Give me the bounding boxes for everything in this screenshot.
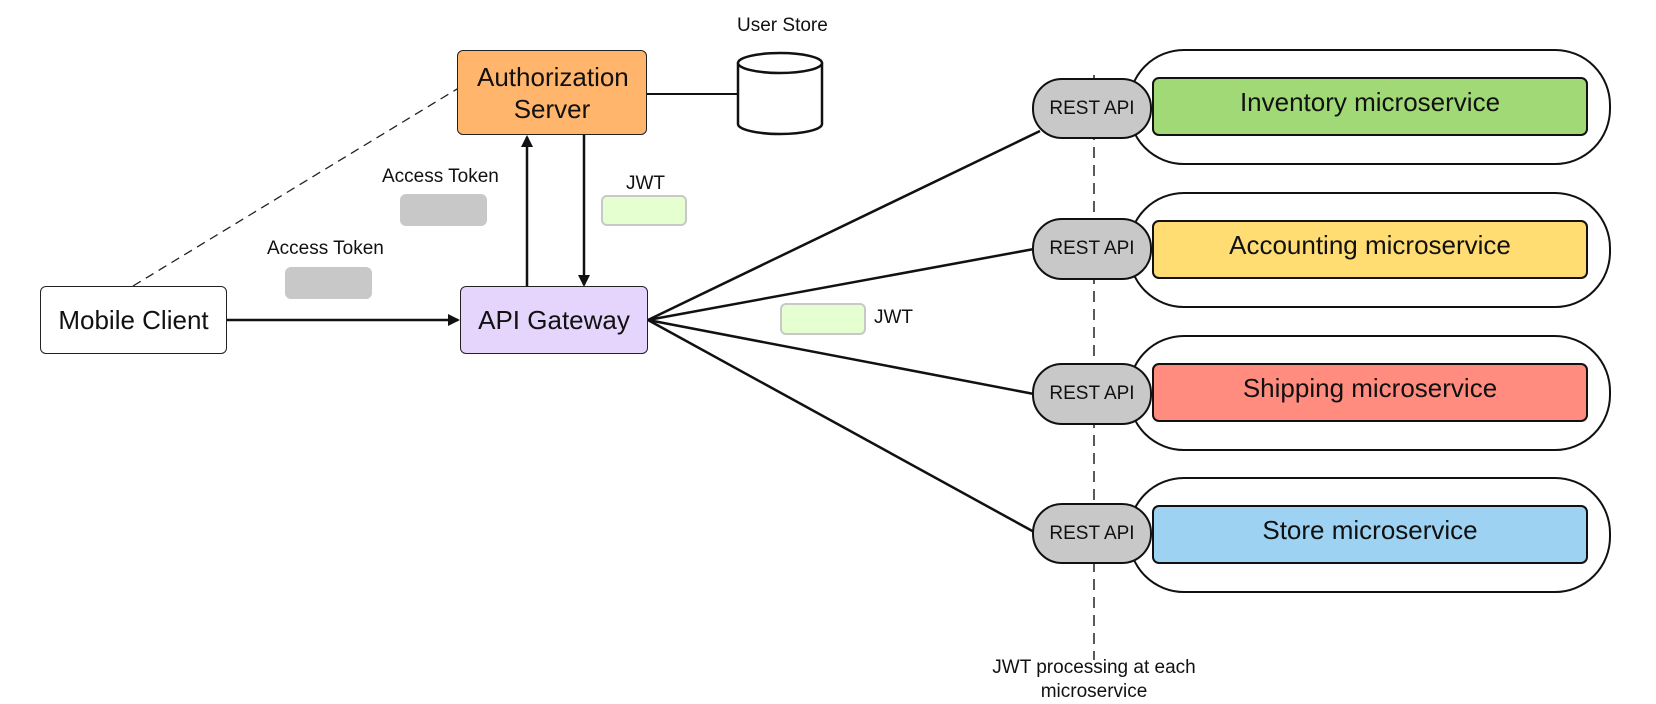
rest-api-badge: REST API: [1032, 218, 1152, 280]
link-gateway-to-accounting-api: [647, 247, 1035, 322]
rest-api-badge: REST API: [1032, 503, 1152, 564]
api-gateway-node: API Gateway: [460, 286, 648, 354]
access-token-label-gateway: Access Token: [267, 238, 384, 259]
dashed-link-client-auth: [132, 85, 463, 287]
jwt-processing-caption: JWT processing at each microservice: [992, 657, 1196, 702]
shipping-microservice: Shipping microservice: [1152, 363, 1588, 422]
mobile-client-label: Mobile Client: [58, 305, 209, 335]
api-gateway-label: API Gateway: [478, 305, 630, 335]
rest-api-badge: REST API: [1032, 78, 1152, 139]
link-gateway-to-store-api: [647, 318, 1037, 535]
link-gateway-to-shipping-api: [647, 318, 1035, 396]
jwt-chip-services: [780, 303, 866, 335]
store-microservice: Store microservice: [1152, 505, 1588, 564]
user-store-label: User Store: [737, 15, 828, 36]
jwt-chip-auth: [601, 195, 687, 226]
jwt-label-services: JWT: [874, 307, 914, 328]
rest-api-badge: REST API: [1032, 363, 1152, 425]
authorization-server-node: Authorization Server: [457, 50, 647, 135]
access-token-chip-gateway: [285, 267, 372, 299]
accounting-microservice: Accounting microservice: [1152, 220, 1588, 279]
authorization-server-label: Authorization Server: [477, 61, 629, 124]
link-gateway-to-inventory-api: [647, 129, 1041, 322]
access-token-chip-auth: [400, 194, 487, 226]
mobile-client-node: Mobile Client: [40, 286, 227, 354]
jwt-label-auth: JWT: [626, 173, 666, 194]
access-token-label-auth: Access Token: [382, 166, 499, 187]
inventory-microservice: Inventory microservice: [1152, 77, 1588, 136]
database-cylinder-icon: [736, 51, 824, 136]
